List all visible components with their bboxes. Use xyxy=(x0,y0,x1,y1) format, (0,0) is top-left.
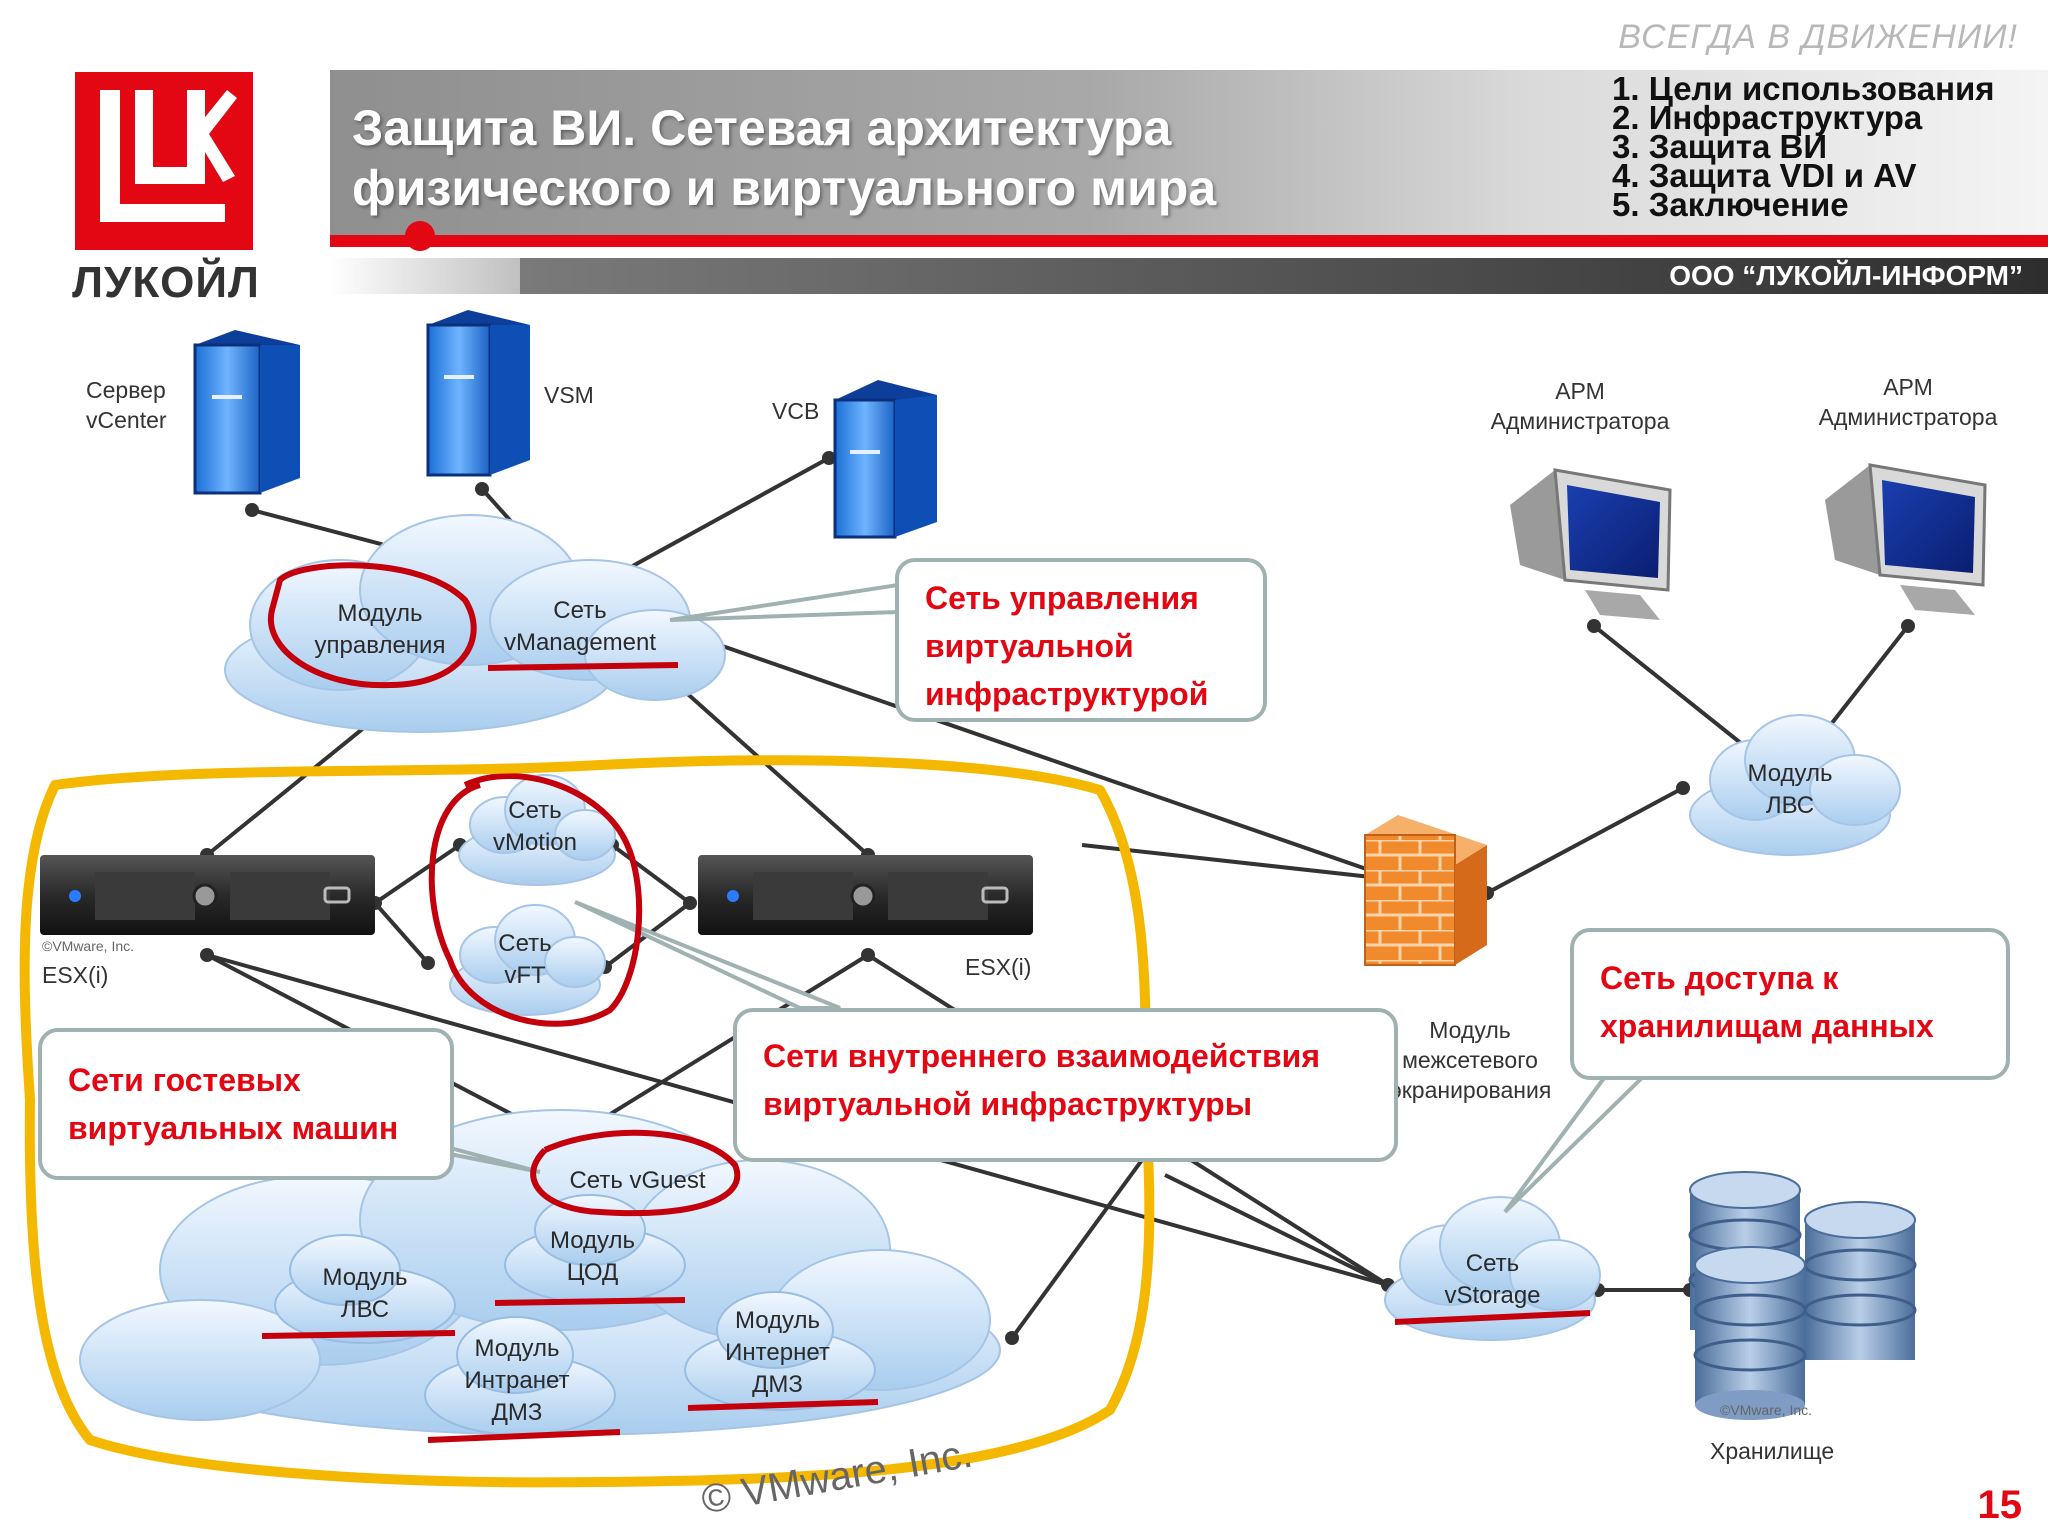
agenda-item: 3. Защита ВИ xyxy=(1612,128,1828,165)
callout-management-network: Сеть управления виртуальной инфраструкту… xyxy=(895,558,1267,722)
lukoil-logo xyxy=(75,72,253,250)
vguest-network-label: Сеть vGuest xyxy=(569,1167,706,1194)
title-bar xyxy=(330,70,2048,235)
storage-database-icon xyxy=(1688,1171,1917,1420)
agenda-item: 2. Инфраструктура xyxy=(1612,99,1923,136)
vft-network-label: Сеть vFT xyxy=(498,930,552,989)
dark-bar xyxy=(520,258,2048,294)
firewall-icon xyxy=(1364,815,1487,966)
callout-guest-networks: Сети гостевых виртуальных машин xyxy=(38,1028,454,1180)
cod-module-label: Модуль ЦОД xyxy=(549,1227,636,1286)
lan-module-label: Модуль ЛВС xyxy=(322,1264,408,1323)
esx-copyright: ©VMware, Inc. xyxy=(42,938,135,954)
vft-cloud xyxy=(449,904,606,1016)
vsm-label: VSM xyxy=(544,382,594,408)
esx-right-icon xyxy=(698,855,1033,935)
server-vcb-icon xyxy=(833,380,937,539)
admin-workstation-2-icon xyxy=(1825,463,1987,615)
company-name: ООО “ЛУКОЙЛ-ИНФОРМ” xyxy=(1669,260,2023,291)
management-module-label: Модуль управления xyxy=(314,600,446,659)
red-dot xyxy=(405,221,435,251)
slogan: ВСЕГДА В ДВИЖЕНИИ! xyxy=(1618,18,2018,56)
storage-copyright: ©VMware, Inc. xyxy=(1720,1402,1813,1418)
admin-workstation-1-label: АРМ Администратора xyxy=(1490,378,1670,434)
vcenter-label: Сервер vCenter xyxy=(86,377,167,433)
logo-wordmark: ЛУКОЙЛ xyxy=(72,258,260,307)
slide-title-line1: Защита ВИ. Сетевая архитектура xyxy=(352,100,1172,156)
esx-left-label: ESX(i) xyxy=(42,962,109,988)
management-cloud xyxy=(224,514,726,733)
intranet-dmz-module-label: Модуль Интранет ДМЗ xyxy=(464,1335,570,1426)
agenda-item: 5. Заключение xyxy=(1612,186,1849,223)
lan-right-cloud xyxy=(1689,714,1901,856)
internet-dmz-module-label: Модуль Интернет ДМЗ xyxy=(725,1307,830,1398)
red-annotations xyxy=(261,562,1591,1443)
vmotion-network-label: Сеть vMotion xyxy=(492,797,578,856)
admin-workstation-2-label: АРМ Администратора xyxy=(1818,374,1998,430)
red-divider xyxy=(330,235,2048,247)
callout-storage-network: Сеть доступа к хранилищам данных xyxy=(1570,928,2010,1080)
lukoil-logo-mark xyxy=(100,90,237,222)
agenda-list: 1. Цели использования 2. Инфраструктура … xyxy=(1612,70,1995,223)
callout-internal-networks: Сети внутреннего взаимодействия виртуаль… xyxy=(733,1008,1398,1162)
lan-right-label: Модуль ЛВС xyxy=(1747,760,1833,819)
vmotion-cloud xyxy=(458,774,616,886)
guest-submodule-clouds xyxy=(274,1194,876,1436)
admin-workstation-1-icon xyxy=(1510,468,1672,620)
server-vsm-icon xyxy=(426,310,530,477)
dark-bar-fade xyxy=(330,258,530,294)
server-vcenter-icon xyxy=(193,330,300,495)
slide-title: Защита ВИ. Сетевая архитектура физическо… xyxy=(352,98,1352,218)
firewall-label: Модуль межсетевого экранирования xyxy=(1390,1017,1552,1103)
vcb-label: VCB xyxy=(772,398,820,424)
page-number: 15 xyxy=(1977,1483,2023,1527)
vstorage-network-label: Сеть vStorage xyxy=(1444,1250,1541,1309)
vmanagement-network-label: Сеть vManagement xyxy=(503,597,657,656)
esx-left-icon xyxy=(40,855,375,935)
esx-right-label: ESX(i) xyxy=(965,954,1032,980)
slide-title-line2: физического и виртуального мира xyxy=(352,160,1217,216)
storage-label: Хранилище xyxy=(1710,1438,1835,1464)
highlight-outline xyxy=(19,755,1155,1488)
agenda-item: 1. Цели использования xyxy=(1612,70,1995,107)
agenda-item: 4. Защита VDI и AV xyxy=(1612,157,1917,194)
